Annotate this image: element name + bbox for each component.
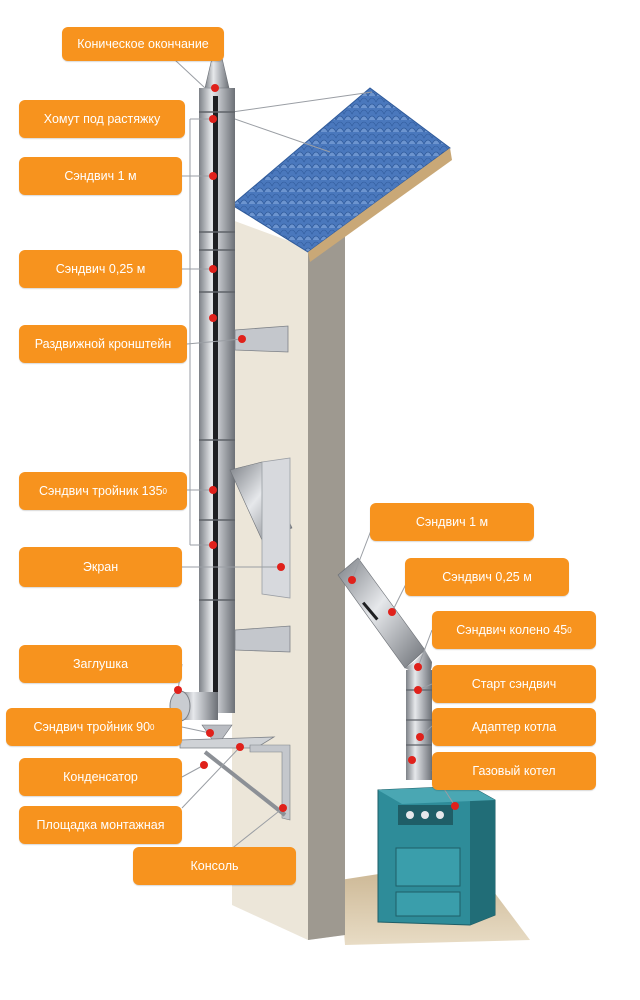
conical-cap [204, 57, 230, 89]
label-sliding-bracket: Раздвижной кронштейн [19, 325, 187, 363]
label-boiler-adapter: Адаптер котла [432, 708, 596, 746]
label-guy-clamp: Хомут под растяжку [19, 100, 185, 138]
label-gas-boiler: Газовый котел [432, 752, 596, 790]
label-tee-135-sup: 0 [162, 486, 167, 496]
label-sandwich-1m-right: Сэндвич 1 м [370, 503, 534, 541]
label-elbow-45-text: Сэндвич колено 45 [456, 623, 568, 637]
label-console: Консоль [133, 847, 296, 885]
label-conical-end: Коническое окончание [62, 27, 224, 61]
wall-bracket-upper [234, 325, 289, 353]
label-sandwich-025-left: Сэндвич 0,25 м [19, 250, 182, 288]
console-bracket [249, 744, 291, 821]
label-tee-90-sup: 0 [150, 722, 155, 732]
markers [174, 84, 459, 812]
boiler-door-upper [395, 847, 461, 887]
label-tee-90-text: Сэндвич тройник 90 [33, 720, 151, 734]
label-tee-135-text: Сэндвич тройник 135 [39, 484, 163, 498]
label-sandwich-025-right: Сэндвич 0,25 м [405, 558, 569, 596]
roof [231, 87, 451, 253]
screen-plate [261, 457, 291, 599]
wall-side [308, 230, 345, 940]
label-elbow-45-sup: 0 [567, 625, 572, 635]
label-condensate: Конденсатор [19, 758, 182, 796]
wall-bracket-lower [234, 625, 291, 653]
label-sliding-bracket-text: Раздвижной кронштейн [34, 337, 172, 351]
label-screen: Экран [19, 547, 182, 587]
label-mount-platform: Площадка монтажная [19, 806, 182, 844]
label-plug: Заглушка [19, 645, 182, 683]
label-start-sandwich: Старт сэндвич [432, 665, 596, 703]
boiler-door-lower [395, 891, 461, 917]
label-sandwich-1m-left: Сэндвич 1 м [19, 157, 182, 195]
